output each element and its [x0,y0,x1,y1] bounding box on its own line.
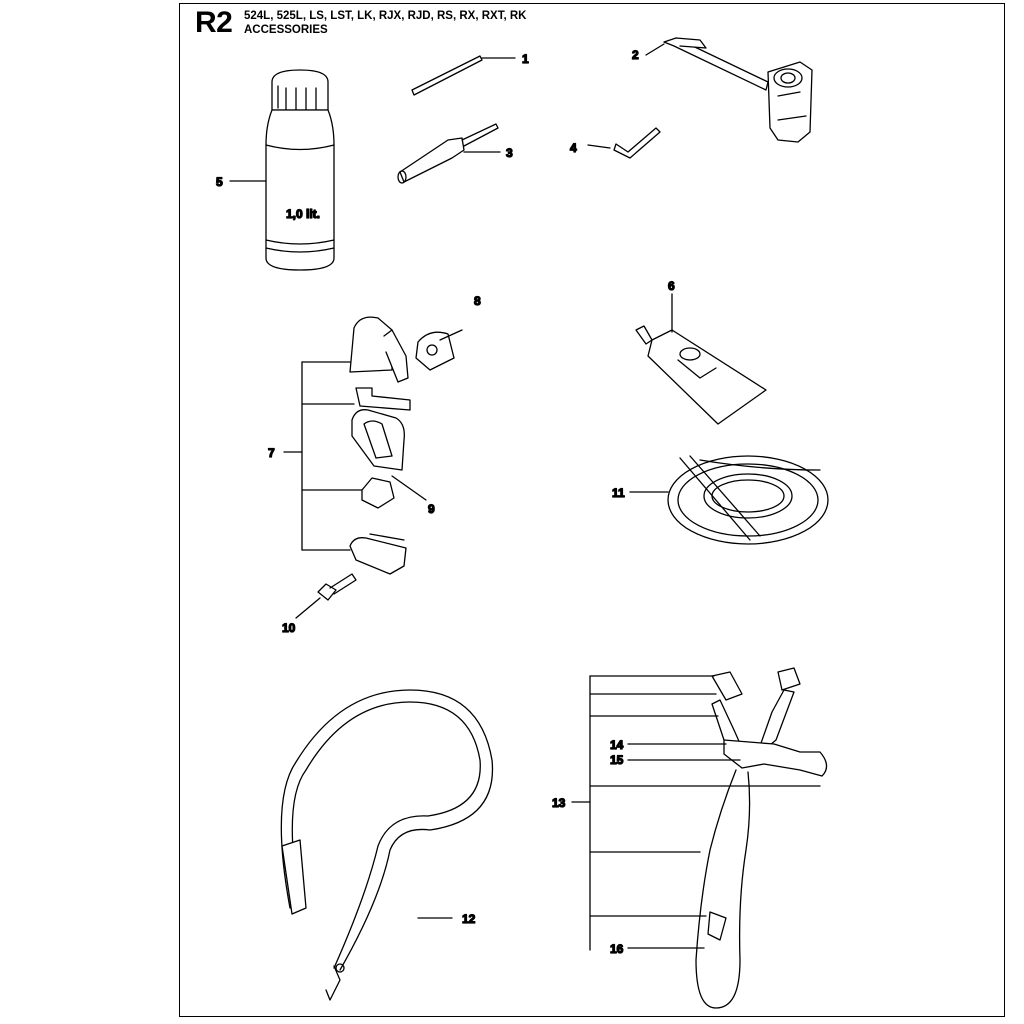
callout-10: 10 [282,621,296,635]
part-spanner [645,37,813,143]
bottle-label: 1,0 lit. [286,207,320,221]
page-code: R2 [195,6,233,39]
part-grease-tube [635,293,767,425]
callout-5: 5 [216,175,223,189]
part-tool [397,123,501,184]
callout-9: 9 [428,502,435,516]
model-list: 524L, 525L, LS, LST, LK, RJX, RJD, RS, R… [244,10,527,22]
part-neck-strap [280,689,494,1001]
callout-14: 14 [610,738,624,752]
part-hex-key [587,127,661,159]
part-harness-hook [283,316,463,575]
callout-8: 8 [474,294,481,308]
callout-3: 3 [506,146,513,160]
callout-15: 15 [610,753,624,767]
part-shoulder-harness [571,667,828,1009]
part-screw [295,573,357,619]
callout-13: 13 [552,796,566,810]
diagram-frame [179,3,1005,1017]
callout-11: 11 [612,486,625,500]
callout-1: 1 [522,52,529,66]
callout-4: 4 [570,141,577,155]
callout-6: 6 [668,279,675,293]
callout-7: 7 [268,446,275,460]
part-coiled-strap [629,455,829,545]
part-oil-bottle [229,69,335,271]
callout-16: 16 [610,942,624,956]
section-title: ACCESSORIES [244,24,328,36]
callout-2: 2 [632,48,639,62]
callout-12: 12 [462,912,476,926]
part-pin [411,55,516,96]
